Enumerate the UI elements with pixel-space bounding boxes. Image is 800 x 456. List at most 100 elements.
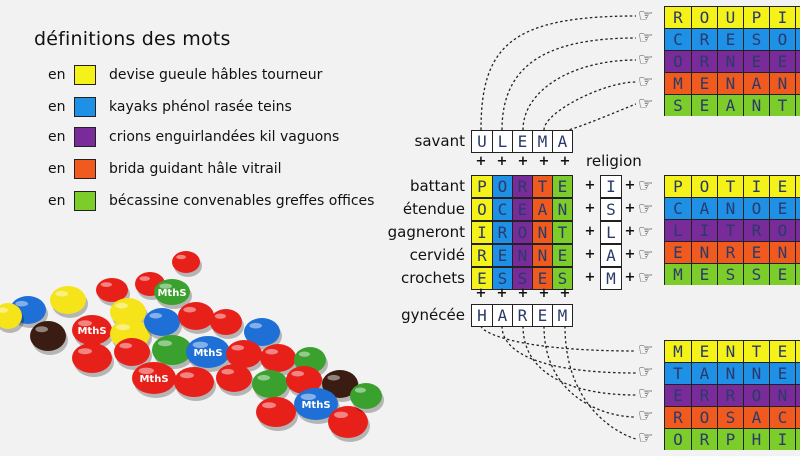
letter-cell[interactable]: M xyxy=(665,73,691,94)
letter-cell[interactable]: N xyxy=(717,198,743,219)
letter-cell[interactable]: A xyxy=(717,95,743,116)
letter-cell[interactable]: N xyxy=(717,341,743,362)
letter-cell[interactable]: L xyxy=(492,131,512,152)
letter-cell[interactable]: S xyxy=(601,199,621,220)
letter-cell[interactable]: P xyxy=(665,176,691,197)
letter-cell[interactable]: R xyxy=(512,176,532,197)
letter-cell[interactable]: E xyxy=(795,363,800,384)
letter-cell[interactable]: E xyxy=(795,7,800,28)
letter-cell[interactable]: N xyxy=(717,363,743,384)
letter-cell[interactable]: N xyxy=(743,363,769,384)
letter-cell[interactable]: S xyxy=(717,407,743,428)
letter-cell[interactable]: T xyxy=(717,220,743,241)
letter-cell[interactable]: H xyxy=(472,305,492,326)
letter-cell[interactable]: E xyxy=(532,268,552,289)
letter-cell[interactable]: P xyxy=(472,176,492,197)
letter-cell[interactable]: R xyxy=(512,305,532,326)
letter-cell[interactable]: E xyxy=(552,176,572,197)
letter-cell[interactable]: O xyxy=(691,7,717,28)
letter-cell[interactable]: O xyxy=(492,176,512,197)
letter-cell[interactable]: E xyxy=(743,242,769,263)
letter-cell[interactable]: E xyxy=(769,363,795,384)
letter-cell[interactable]: L xyxy=(795,29,800,50)
letter-cell[interactable]: R xyxy=(665,407,691,428)
letter-cell[interactable]: S xyxy=(512,268,532,289)
letter-cell[interactable]: A xyxy=(743,73,769,94)
letter-cell[interactable]: O xyxy=(769,220,795,241)
letter-cell[interactable]: S xyxy=(795,198,800,219)
letter-cell[interactable]: A xyxy=(691,363,717,384)
letter-cell[interactable]: L xyxy=(665,220,691,241)
letter-cell[interactable]: R xyxy=(717,385,743,406)
letter-cell[interactable]: N xyxy=(691,242,717,263)
letter-cell[interactable]: S xyxy=(552,268,572,289)
letter-cell[interactable]: S xyxy=(717,264,743,285)
letter-cell[interactable]: E xyxy=(532,305,552,326)
letter-cell[interactable]: I xyxy=(472,222,492,243)
letter-cell[interactable]: N xyxy=(743,95,769,116)
letter-cell[interactable]: E xyxy=(512,131,532,152)
letter-cell[interactable]: O xyxy=(743,198,769,219)
letter-cell[interactable]: E xyxy=(691,264,717,285)
letter-cell[interactable]: T xyxy=(532,176,552,197)
letter-cell[interactable]: R xyxy=(665,7,691,28)
letter-cell[interactable]: E xyxy=(717,29,743,50)
letter-cell[interactable]: N xyxy=(795,220,800,241)
letter-cell[interactable]: E xyxy=(795,95,800,116)
letter-cell[interactable]: T xyxy=(743,341,769,362)
letter-cell[interactable]: I xyxy=(691,220,717,241)
letter-cell[interactable]: L xyxy=(601,222,621,243)
letter-cell[interactable]: I xyxy=(743,176,769,197)
letter-cell[interactable]: M xyxy=(532,131,552,152)
letter-cell[interactable]: M xyxy=(665,341,691,362)
letter-cell[interactable]: U xyxy=(472,131,492,152)
letter-cell[interactable]: C xyxy=(665,29,691,50)
letter-cell[interactable]: E xyxy=(769,51,795,72)
letter-cell[interactable]: I xyxy=(601,176,621,197)
letter-cell[interactable]: O xyxy=(512,222,532,243)
letter-cell[interactable]: E xyxy=(769,198,795,219)
letter-cell[interactable]: E xyxy=(691,341,717,362)
letter-cell[interactable]: N xyxy=(769,385,795,406)
letter-cell[interactable]: C xyxy=(665,198,691,219)
letter-cell[interactable]: H xyxy=(743,429,769,450)
letter-cell[interactable]: E xyxy=(743,51,769,72)
letter-cell[interactable]: O xyxy=(472,199,492,220)
letter-cell[interactable]: E xyxy=(691,95,717,116)
letter-cell[interactable]: E xyxy=(769,176,795,197)
letter-cell[interactable]: R xyxy=(795,176,800,197)
letter-cell[interactable]: A xyxy=(492,305,512,326)
letter-cell[interactable]: E xyxy=(472,268,492,289)
letter-cell[interactable]: R xyxy=(691,51,717,72)
letter-cell[interactable]: T xyxy=(717,176,743,197)
letter-cell[interactable]: R xyxy=(717,242,743,263)
letter-cell[interactable]: E xyxy=(795,429,800,450)
letter-cell[interactable]: N xyxy=(769,242,795,263)
letter-cell[interactable]: O xyxy=(691,407,717,428)
letter-cell[interactable]: P xyxy=(717,429,743,450)
letter-cell[interactable]: R xyxy=(691,429,717,450)
letter-cell[interactable]: A xyxy=(795,242,800,263)
letter-cell[interactable]: E xyxy=(769,264,795,285)
letter-cell[interactable]: E xyxy=(665,242,691,263)
letter-cell[interactable]: T xyxy=(665,363,691,384)
letter-cell[interactable]: E xyxy=(691,73,717,94)
letter-cell[interactable]: S xyxy=(795,264,800,285)
letter-cell[interactable]: N xyxy=(717,73,743,94)
letter-cell[interactable]: N xyxy=(769,73,795,94)
letter-cell[interactable]: N xyxy=(512,245,532,266)
letter-cell[interactable]: S xyxy=(743,29,769,50)
letter-cell[interactable]: A xyxy=(532,199,552,220)
letter-cell[interactable]: O xyxy=(665,429,691,450)
letter-cell[interactable]: A xyxy=(601,245,621,266)
letter-cell[interactable]: E xyxy=(512,199,532,220)
letter-cell[interactable]: O xyxy=(769,29,795,50)
letter-cell[interactable]: S xyxy=(795,385,800,406)
letter-cell[interactable]: N xyxy=(552,199,572,220)
letter-cell[interactable]: A xyxy=(743,407,769,428)
letter-cell[interactable]: N xyxy=(532,245,552,266)
letter-cell[interactable]: N xyxy=(532,222,552,243)
letter-cell[interactable]: E xyxy=(552,245,572,266)
letter-cell[interactable]: E xyxy=(795,407,800,428)
letter-cell[interactable]: N xyxy=(717,51,743,72)
